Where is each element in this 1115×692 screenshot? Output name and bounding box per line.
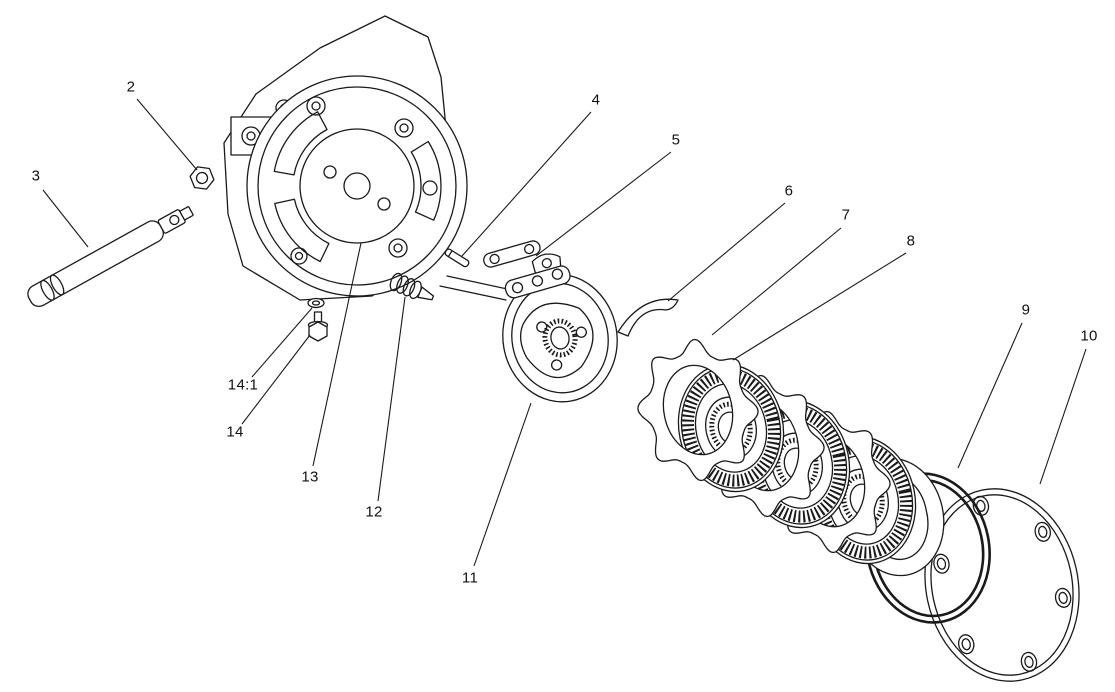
callout-label-10: 10	[1080, 327, 1098, 345]
leader-7	[711, 227, 842, 336]
leader-2	[136, 98, 198, 171]
leader-3	[42, 189, 89, 248]
callout-label-8: 8	[906, 232, 916, 250]
leader-9	[957, 322, 1023, 469]
part-14-1-washer	[307, 297, 325, 309]
callout-label-12: 12	[365, 503, 383, 521]
leader-4	[461, 111, 592, 257]
callout-label-14: 14	[226, 423, 244, 441]
leader-lines	[42, 98, 1087, 567]
leader-10	[1039, 348, 1087, 485]
housing-slots	[273, 111, 442, 263]
callout-label-7: 7	[841, 206, 851, 224]
leader-8	[732, 252, 907, 361]
leader-6	[667, 202, 786, 302]
cover-bolt-holes	[933, 495, 1072, 672]
part-5-links	[439, 240, 571, 301]
leader-14-1	[251, 307, 313, 378]
leader-12	[377, 296, 406, 502]
part-3-shaft	[27, 206, 194, 308]
leader-5	[535, 151, 672, 257]
callout-label-3: 3	[31, 167, 41, 185]
leader-14	[241, 334, 311, 425]
leader-11	[473, 402, 532, 567]
part-13-housing	[223, 15, 468, 301]
callout-label-5: 5	[671, 131, 681, 149]
part-12-spring	[389, 272, 435, 301]
part-4-pin	[444, 248, 470, 268]
clutch-pack	[637, 338, 945, 577]
part-10-cover	[924, 488, 1080, 682]
part-2-nut	[189, 166, 215, 190]
leader-13	[312, 242, 362, 467]
part-14-bolt	[307, 311, 329, 342]
callout-label-6: 6	[784, 182, 794, 200]
callout-label-14-1: 14:1	[227, 376, 259, 394]
callout-label-11: 11	[461, 569, 479, 587]
part-6-wave-washer	[617, 298, 679, 337]
callout-label-9: 9	[1021, 301, 1031, 319]
callout-label-13: 13	[301, 468, 319, 486]
callout-label-4: 4	[591, 91, 601, 109]
callout-label-2: 2	[126, 78, 136, 96]
sprocket-plate-1	[637, 338, 759, 482]
